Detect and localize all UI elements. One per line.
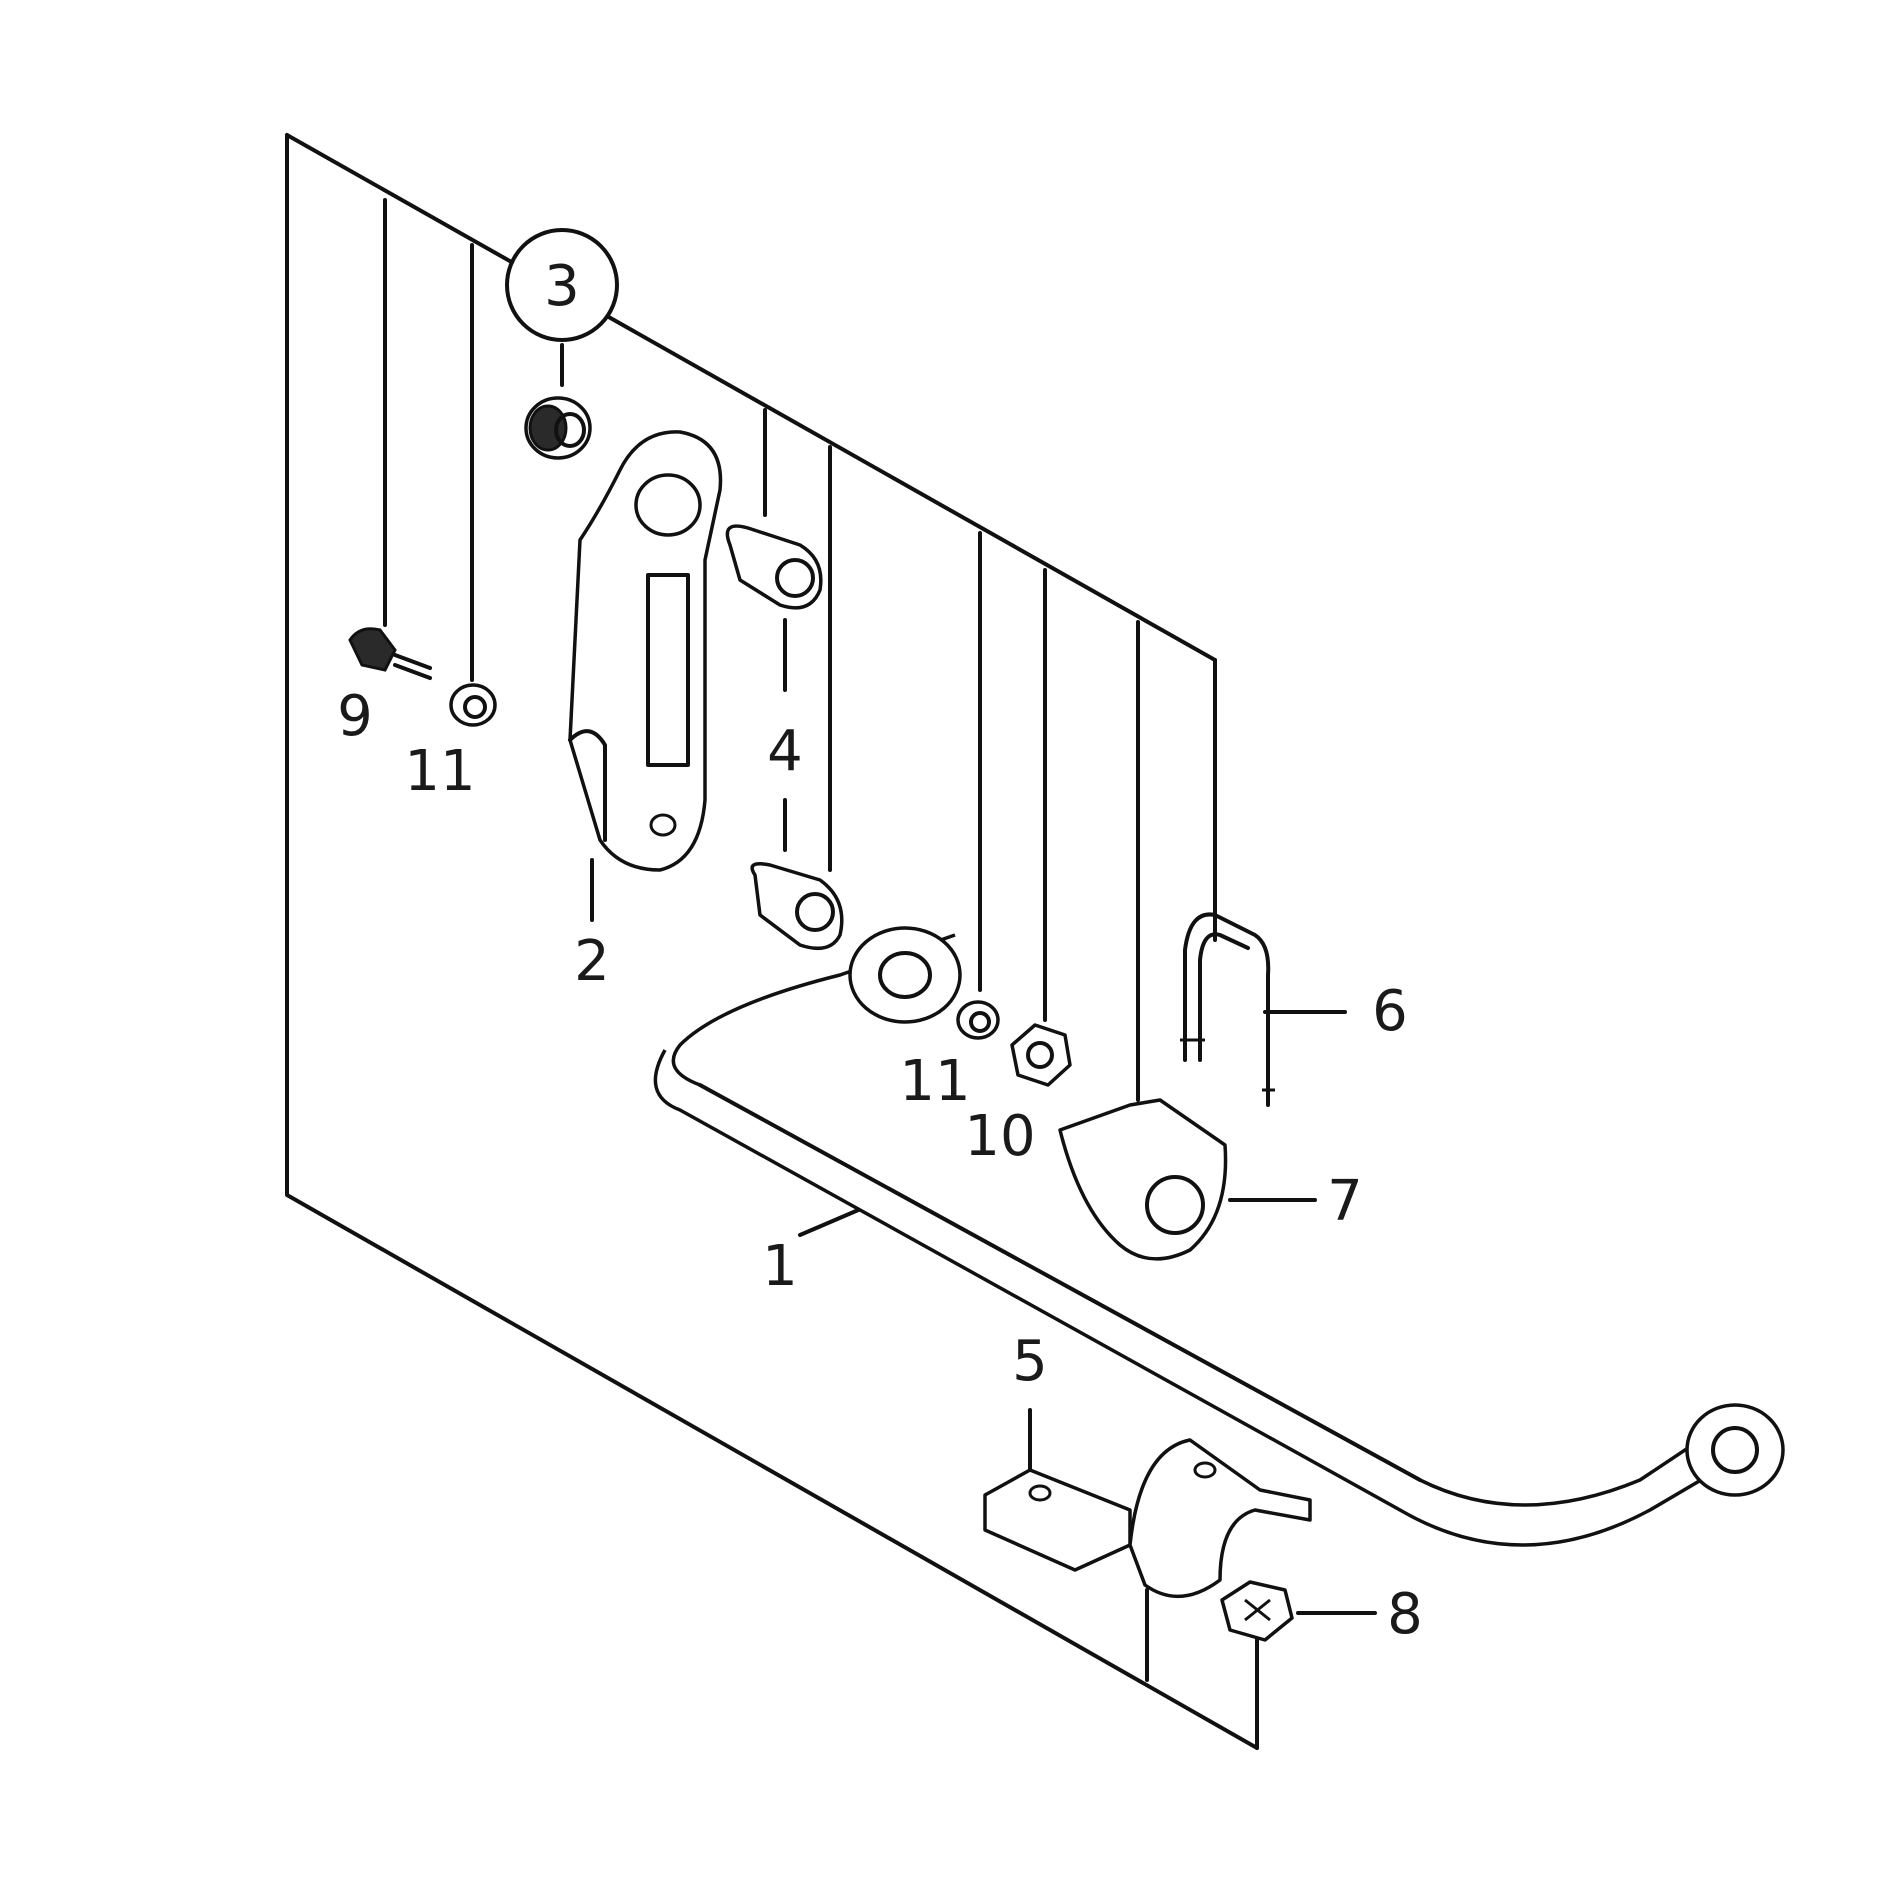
callout-4: 4	[767, 719, 803, 784]
stabilizer-bar	[653, 926, 1785, 1547]
callout-6: 6	[1372, 979, 1408, 1044]
callout-circle-3	[505, 228, 619, 342]
bracket	[983, 1438, 1312, 1598]
callout-11-left: 11	[404, 739, 475, 804]
washer-11b	[956, 1000, 1000, 1040]
nut-10	[1010, 1023, 1072, 1087]
callout-10: 10	[964, 1104, 1035, 1169]
callout-labels: 3 9 11 2 4 11 10 6 7 1 5 8	[337, 254, 1423, 1647]
bolt-8	[1220, 1580, 1294, 1642]
bolt-9	[348, 627, 432, 680]
bushing-4-upper	[725, 524, 823, 610]
callout-8: 8	[1387, 1582, 1423, 1647]
u-bolt	[1180, 912, 1275, 1107]
callout-5: 5	[1012, 1329, 1048, 1394]
callout-9: 9	[337, 684, 373, 749]
callout-1: 1	[762, 1234, 798, 1299]
callout-7: 7	[1327, 1169, 1363, 1234]
link-arm	[568, 430, 723, 872]
callout-2: 2	[574, 929, 610, 994]
callout-11-right: 11	[899, 1049, 970, 1114]
callout-3: 3	[544, 254, 580, 319]
leader-lines	[383, 198, 1377, 1750]
rubber-bushing	[1058, 1098, 1228, 1261]
bushing-3	[524, 396, 592, 460]
bushing-4-lower	[750, 862, 844, 951]
washer-11a	[449, 683, 497, 727]
